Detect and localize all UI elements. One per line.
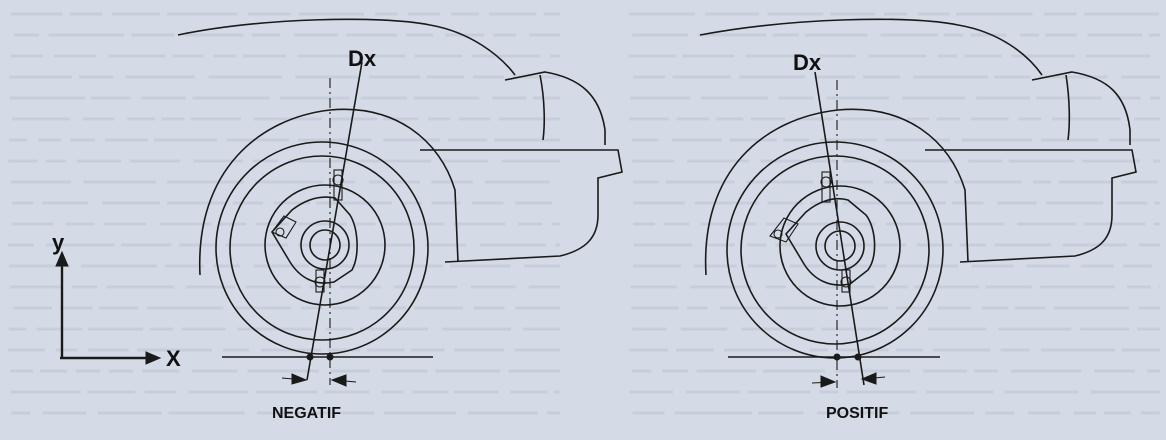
left-rim — [264, 184, 386, 306]
background-show-through-text — [8, 12, 1160, 415]
right-hub-outer — [815, 221, 865, 271]
right-hub-carrier — [785, 197, 876, 286]
right-contact-point — [833, 353, 841, 361]
right-body-lower — [925, 149, 1137, 263]
left-caption: NEGATIF — [272, 405, 341, 422]
left-figure: Dx NEGATIF — [177, 18, 623, 422]
right-upper-strut — [821, 171, 831, 203]
right-upper-joint — [820, 176, 832, 188]
right-pillar-inner — [1065, 74, 1071, 141]
right-wheel-arch — [704, 108, 969, 276]
right-caption: POSITIF — [826, 405, 888, 422]
right-steering-arm — [769, 217, 799, 243]
right-rear-pillar — [1031, 71, 1131, 145]
right-offset-arrowhead-right — [860, 372, 877, 385]
right-tyre-inner — [740, 155, 930, 345]
right-rim — [779, 185, 901, 307]
x-axis-label: X — [166, 346, 181, 371]
left-upper-joint — [332, 174, 344, 186]
right-figure: Dx POSITIF — [699, 18, 1137, 422]
xy-axes: y X — [52, 230, 181, 371]
left-wheel-arch — [199, 108, 459, 276]
left-roof-line — [177, 18, 516, 76]
left-hub-inner — [309, 229, 341, 261]
right-axis-ground-point — [854, 353, 862, 361]
right-lower-joint — [840, 276, 852, 288]
left-steering-axis — [306, 61, 363, 381]
left-steering-arm-bolt — [275, 227, 285, 237]
right-steering-arm-bolt — [773, 229, 783, 239]
left-lower-joint — [314, 276, 326, 288]
left-tyre-inner — [229, 155, 415, 341]
left-offset-arrowhead-right — [330, 374, 347, 387]
right-steering-axis — [814, 71, 865, 386]
left-axis-ground-point — [306, 353, 314, 361]
right-tyre-outer — [726, 141, 944, 359]
left-rear-pillar — [504, 71, 606, 145]
right-roof-line — [699, 18, 1043, 76]
left-contact-point — [326, 353, 334, 361]
left-pillar-inner — [539, 74, 546, 141]
left-body-lower — [420, 149, 623, 263]
left-offset-arrowhead-left — [291, 373, 308, 385]
left-dx-label: Dx — [348, 46, 377, 71]
left-hub-carrier — [271, 196, 358, 284]
right-dx-label: Dx — [793, 50, 822, 75]
right-offset-arrowhead-left — [820, 375, 837, 388]
y-axis-label: y — [52, 230, 65, 255]
left-hub-outer — [300, 220, 350, 270]
left-tyre-outer — [215, 141, 429, 355]
y-axis-arrowhead — [55, 250, 69, 267]
x-axis-arrowhead — [145, 351, 162, 365]
